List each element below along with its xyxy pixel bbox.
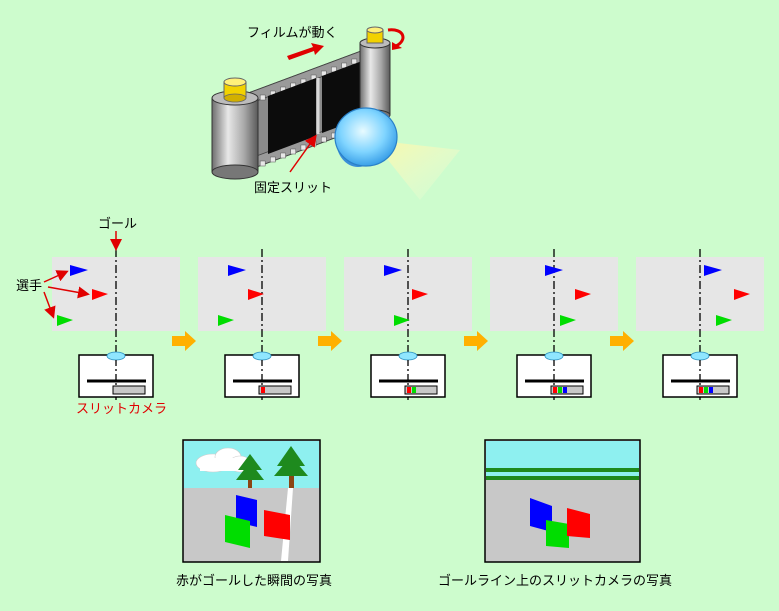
film-moves-label: フィルムが動く (247, 26, 337, 41)
slit-callout-arrow (289, 134, 317, 173)
runner-blue (545, 265, 563, 276)
sequence-arrow (172, 331, 196, 351)
photo-runner-green (225, 515, 250, 548)
photo-runner-red (264, 510, 290, 540)
rotation-arrow (387, 28, 405, 48)
slit-photo-runner-red (567, 508, 590, 538)
slit-photo-runner-green (546, 520, 569, 548)
slit-camera-photo (484, 439, 641, 563)
race-stage-3 (344, 249, 472, 400)
film-strip-blue (563, 387, 567, 393)
lens (334, 107, 398, 167)
sprocket-hole (290, 148, 296, 155)
goal-label: ゴール (98, 216, 137, 232)
camera-lens (690, 351, 710, 361)
runner-arrow-blue (43, 270, 69, 283)
film-strip-red (261, 387, 265, 393)
fixed-slit-label: 固定スリット (254, 181, 332, 196)
race-stage-2 (198, 249, 326, 400)
tree-right (274, 446, 308, 488)
slit-camera-mechanism: フィルムが動く 固定スリット (211, 26, 460, 200)
runner-red (575, 289, 591, 300)
runner-red (412, 289, 428, 300)
film-strip-red (407, 387, 411, 393)
runner-blue (384, 265, 402, 276)
film-strip-red (553, 387, 557, 393)
sequence-arrow (464, 331, 488, 351)
runner-red (92, 289, 108, 300)
runner-green (218, 315, 234, 326)
runner-green (57, 315, 73, 326)
race-sequence: ゴール 選手 スリットカメラ (16, 216, 764, 417)
sequence-arrow (318, 331, 342, 351)
sprocket-hole (280, 152, 286, 159)
camera-lens (398, 351, 418, 361)
runner-red (734, 289, 750, 300)
camera-lens (106, 351, 126, 361)
camera-lens (252, 351, 272, 361)
runner-blue (228, 265, 246, 276)
race-stage-1 (52, 249, 180, 400)
film-strip-green (558, 387, 562, 393)
normal-photo (182, 439, 321, 563)
film-strip-red (699, 387, 703, 393)
runner-green (560, 315, 576, 326)
race-stage-4 (490, 249, 618, 400)
sprocket-hole (300, 144, 307, 151)
sprocket-hole (259, 94, 266, 101)
runner-arrow-red (47, 286, 90, 299)
runner-green (394, 315, 410, 326)
sprocket-hole (270, 156, 276, 163)
film-strip-green (412, 387, 416, 393)
cloud (195, 447, 252, 473)
race-stage-5 (636, 249, 764, 400)
tree-left (236, 454, 264, 488)
camera-film (404, 385, 438, 395)
normal-photo-caption: 赤がゴールした瞬間の写真 (176, 573, 332, 589)
film-motion-arrow (287, 43, 324, 60)
camera-film (112, 385, 146, 395)
runner-blue (704, 265, 722, 276)
light-beam (372, 140, 460, 200)
slit-camera-label: スリットカメラ (76, 402, 167, 417)
runner-blue (70, 265, 88, 276)
runners-label: 選手 (16, 279, 42, 294)
sprocket-hole (259, 160, 266, 167)
film-strip-blue (709, 387, 713, 393)
slit-photo-caption: ゴールライン上のスリットカメラの写真 (438, 573, 672, 589)
runner-arrow-green (43, 291, 56, 319)
runner-red (248, 289, 264, 300)
sprocket-hole (321, 136, 327, 143)
film-strip-green (704, 387, 708, 393)
left-film-roller (211, 77, 259, 180)
camera-lens (544, 351, 564, 361)
sequence-arrow (610, 331, 634, 351)
right-film-roller (359, 26, 391, 121)
runner-green (716, 315, 732, 326)
camera-film (258, 385, 292, 395)
